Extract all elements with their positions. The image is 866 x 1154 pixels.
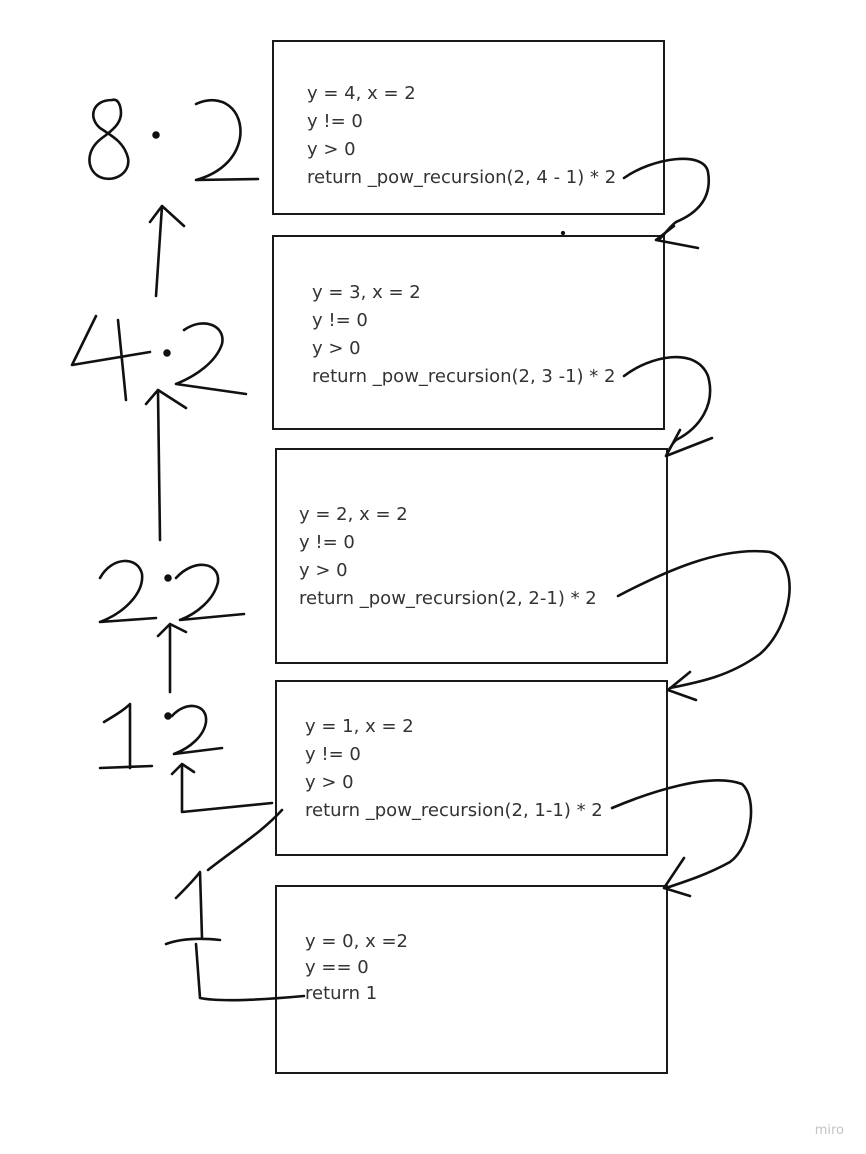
- digit-2: [174, 322, 248, 396]
- frame-y3-code: y = 3, x = 2 y != 0 y > 0 return _pow_re…: [312, 279, 615, 391]
- annotation-4x2: [70, 314, 248, 402]
- arrow-from-frame-y1: [170, 762, 274, 814]
- code-line: y = 2, x = 2: [299, 504, 408, 525]
- recursion-arrows: [610, 157, 791, 898]
- frame-y4: y = 4, x = 2 y != 0 y > 0 return _pow_re…: [272, 40, 665, 215]
- frame-y2: y = 2, x = 2 y != 0 y > 0 return _pow_re…: [275, 448, 668, 664]
- code-line: return 1: [305, 983, 378, 1004]
- code-line: y == 0: [305, 957, 369, 978]
- link-frame-y1-to-1: [206, 808, 284, 872]
- call-arrow-y3-to-y2: [622, 355, 714, 458]
- code-line: y != 0: [305, 744, 361, 765]
- code-line: return _pow_recursion(2, 4 - 1) * 2: [307, 167, 617, 188]
- digit-2: [170, 704, 224, 756]
- annotation-2x2: [98, 559, 246, 624]
- code-line: y > 0: [312, 338, 361, 359]
- frame-y0-code: y = 0, x =2 y == 0 return 1: [305, 929, 408, 1007]
- result-links: [194, 808, 306, 1002]
- code-line: y = 1, x = 2: [305, 716, 414, 737]
- call-arrow-y2-to-y1: [616, 549, 791, 702]
- times-dot: [164, 712, 172, 720]
- frame-y1-code: y = 1, x = 2 y != 0 y > 0 return _pow_re…: [305, 713, 603, 825]
- code-line: return _pow_recursion(2, 3 -1) * 2: [312, 366, 616, 387]
- annotation-8x2: [88, 98, 260, 182]
- frame-y2-code: y = 2, x = 2 y != 0 y > 0 return _pow_re…: [299, 501, 597, 613]
- frame-y0: y = 0, x =2 y == 0 return 1: [275, 885, 668, 1074]
- frame-y1: y = 1, x = 2 y != 0 y > 0 return _pow_re…: [275, 680, 668, 856]
- code-line: y != 0: [299, 532, 355, 553]
- code-line: return _pow_recursion(2, 1-1) * 2: [305, 800, 603, 821]
- frame-y3: y = 3, x = 2 y != 0 y > 0 return _pow_re…: [272, 235, 665, 430]
- miro-watermark: miro: [814, 1123, 844, 1138]
- code-line: y = 0, x =2: [305, 931, 408, 952]
- times-dot: [164, 574, 172, 582]
- code-line: y > 0: [299, 560, 348, 581]
- digit-1: [98, 702, 154, 770]
- arrow-up-to-2x2: [156, 622, 188, 694]
- digit-8: [88, 98, 130, 181]
- frame-y4-code: y = 4, x = 2 y != 0 y > 0 return _pow_re…: [307, 80, 616, 192]
- digit-2: [98, 559, 158, 624]
- call-arrow-y1-to-y0: [610, 779, 753, 898]
- digit-4: [70, 314, 152, 402]
- code-line: y != 0: [307, 111, 363, 132]
- link-return-1-to-1: [194, 942, 306, 1002]
- times-dot: [152, 131, 160, 139]
- annotation-1x2: [98, 702, 224, 770]
- code-line: y = 4, x = 2: [307, 83, 416, 104]
- annotation-1: [164, 870, 222, 946]
- code-line: y = 3, x = 2: [312, 282, 421, 303]
- code-line: y > 0: [305, 772, 354, 793]
- times-dot: [163, 349, 171, 357]
- code-line: y > 0: [307, 139, 356, 160]
- code-line: y != 0: [312, 310, 368, 331]
- arrow-up-to-4x2: [144, 388, 188, 542]
- digit-2: [174, 563, 246, 622]
- call-arrow-y4-to-y3: [622, 157, 711, 250]
- digit-1: [164, 870, 222, 946]
- stray-mark: [560, 230, 566, 236]
- arrow-up-to-8x2: [148, 204, 186, 298]
- digit-2: [194, 98, 260, 182]
- return-arrows: [144, 204, 274, 814]
- code-line: return _pow_recursion(2, 2-1) * 2: [299, 588, 597, 609]
